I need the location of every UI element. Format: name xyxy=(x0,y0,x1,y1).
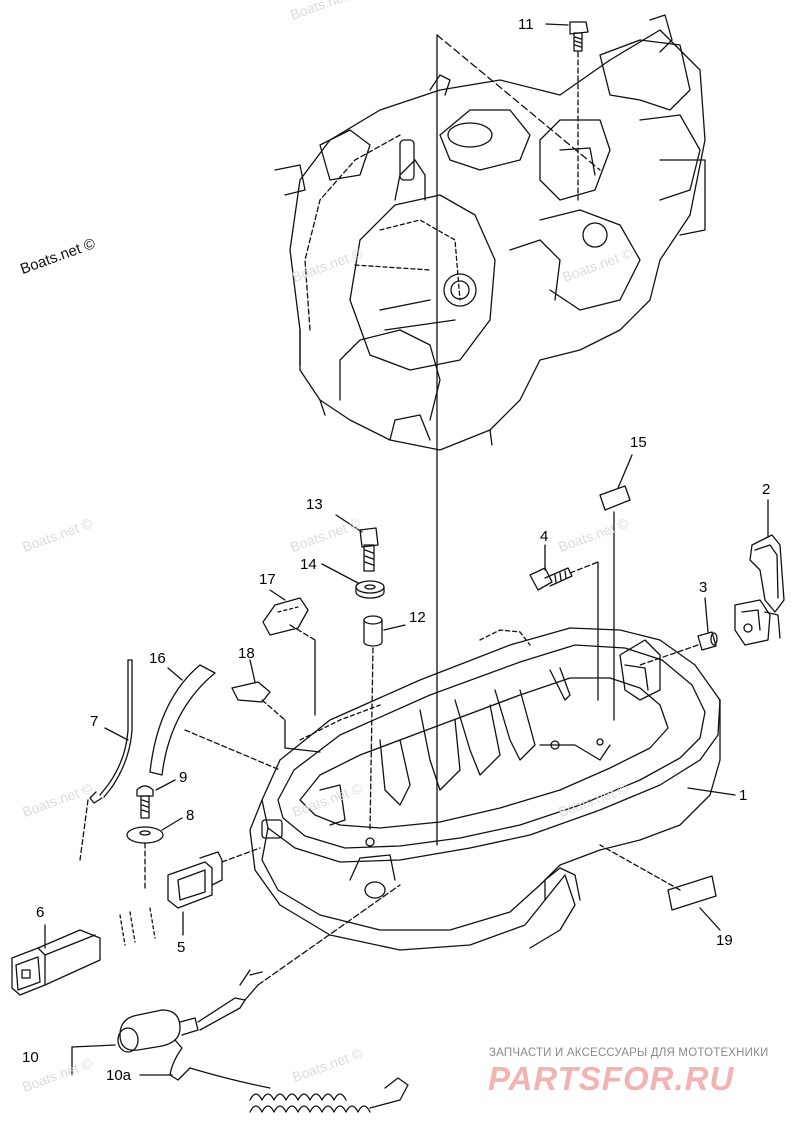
screw-9 xyxy=(136,779,176,819)
callout-7: 7 xyxy=(90,713,99,730)
cable-7 xyxy=(79,659,133,861)
callout-11: 11 xyxy=(518,16,534,33)
callout-10: 10 xyxy=(22,1049,39,1066)
callout-2: 2 xyxy=(762,481,771,498)
lanyard-10a xyxy=(139,1039,409,1113)
label-19 xyxy=(599,844,721,931)
callout-10a: 10a xyxy=(106,1067,132,1084)
label-15 xyxy=(599,454,633,721)
callout-4: 4 xyxy=(540,528,549,545)
callout-19: 19 xyxy=(716,932,733,949)
engine-powerhead xyxy=(274,14,706,451)
callout-14: 14 xyxy=(300,556,317,573)
collar-12 xyxy=(363,615,406,831)
stop-switch-10 xyxy=(71,884,401,1053)
bolt-4 xyxy=(529,544,599,701)
washer-14 xyxy=(321,563,385,599)
pad-18 xyxy=(231,659,321,753)
bottom-cowling xyxy=(249,627,721,951)
latch-2 xyxy=(734,499,785,646)
callout-6: 6 xyxy=(36,904,45,921)
callout-9: 9 xyxy=(179,769,188,786)
callout-16: 16 xyxy=(149,650,166,667)
callout-1: 1 xyxy=(739,787,748,804)
bolt-13 xyxy=(335,514,379,572)
callout-13: 13 xyxy=(306,496,323,513)
bracket-5 xyxy=(167,847,261,936)
callout-17: 17 xyxy=(259,571,276,588)
grommet-8 xyxy=(126,817,183,891)
callout-12: 12 xyxy=(409,609,426,626)
callout-8: 8 xyxy=(186,807,195,824)
callout-5: 5 xyxy=(177,939,186,956)
bolt-11 xyxy=(545,21,589,201)
strip-16 xyxy=(149,664,281,776)
brand-name: PARTSFOR.RU xyxy=(488,1060,735,1097)
brand-tagline: ЗАПЧАСТИ И АКСЕССУАРЫ ДЛЯ МОТОТЕХНИКИ xyxy=(489,1047,769,1059)
switch-6 xyxy=(11,907,156,996)
callout-18: 18 xyxy=(238,645,255,662)
callout-15: 15 xyxy=(630,434,647,451)
bushing-3 xyxy=(639,597,718,666)
callout-3: 3 xyxy=(699,579,708,596)
pad-17 xyxy=(262,589,316,716)
